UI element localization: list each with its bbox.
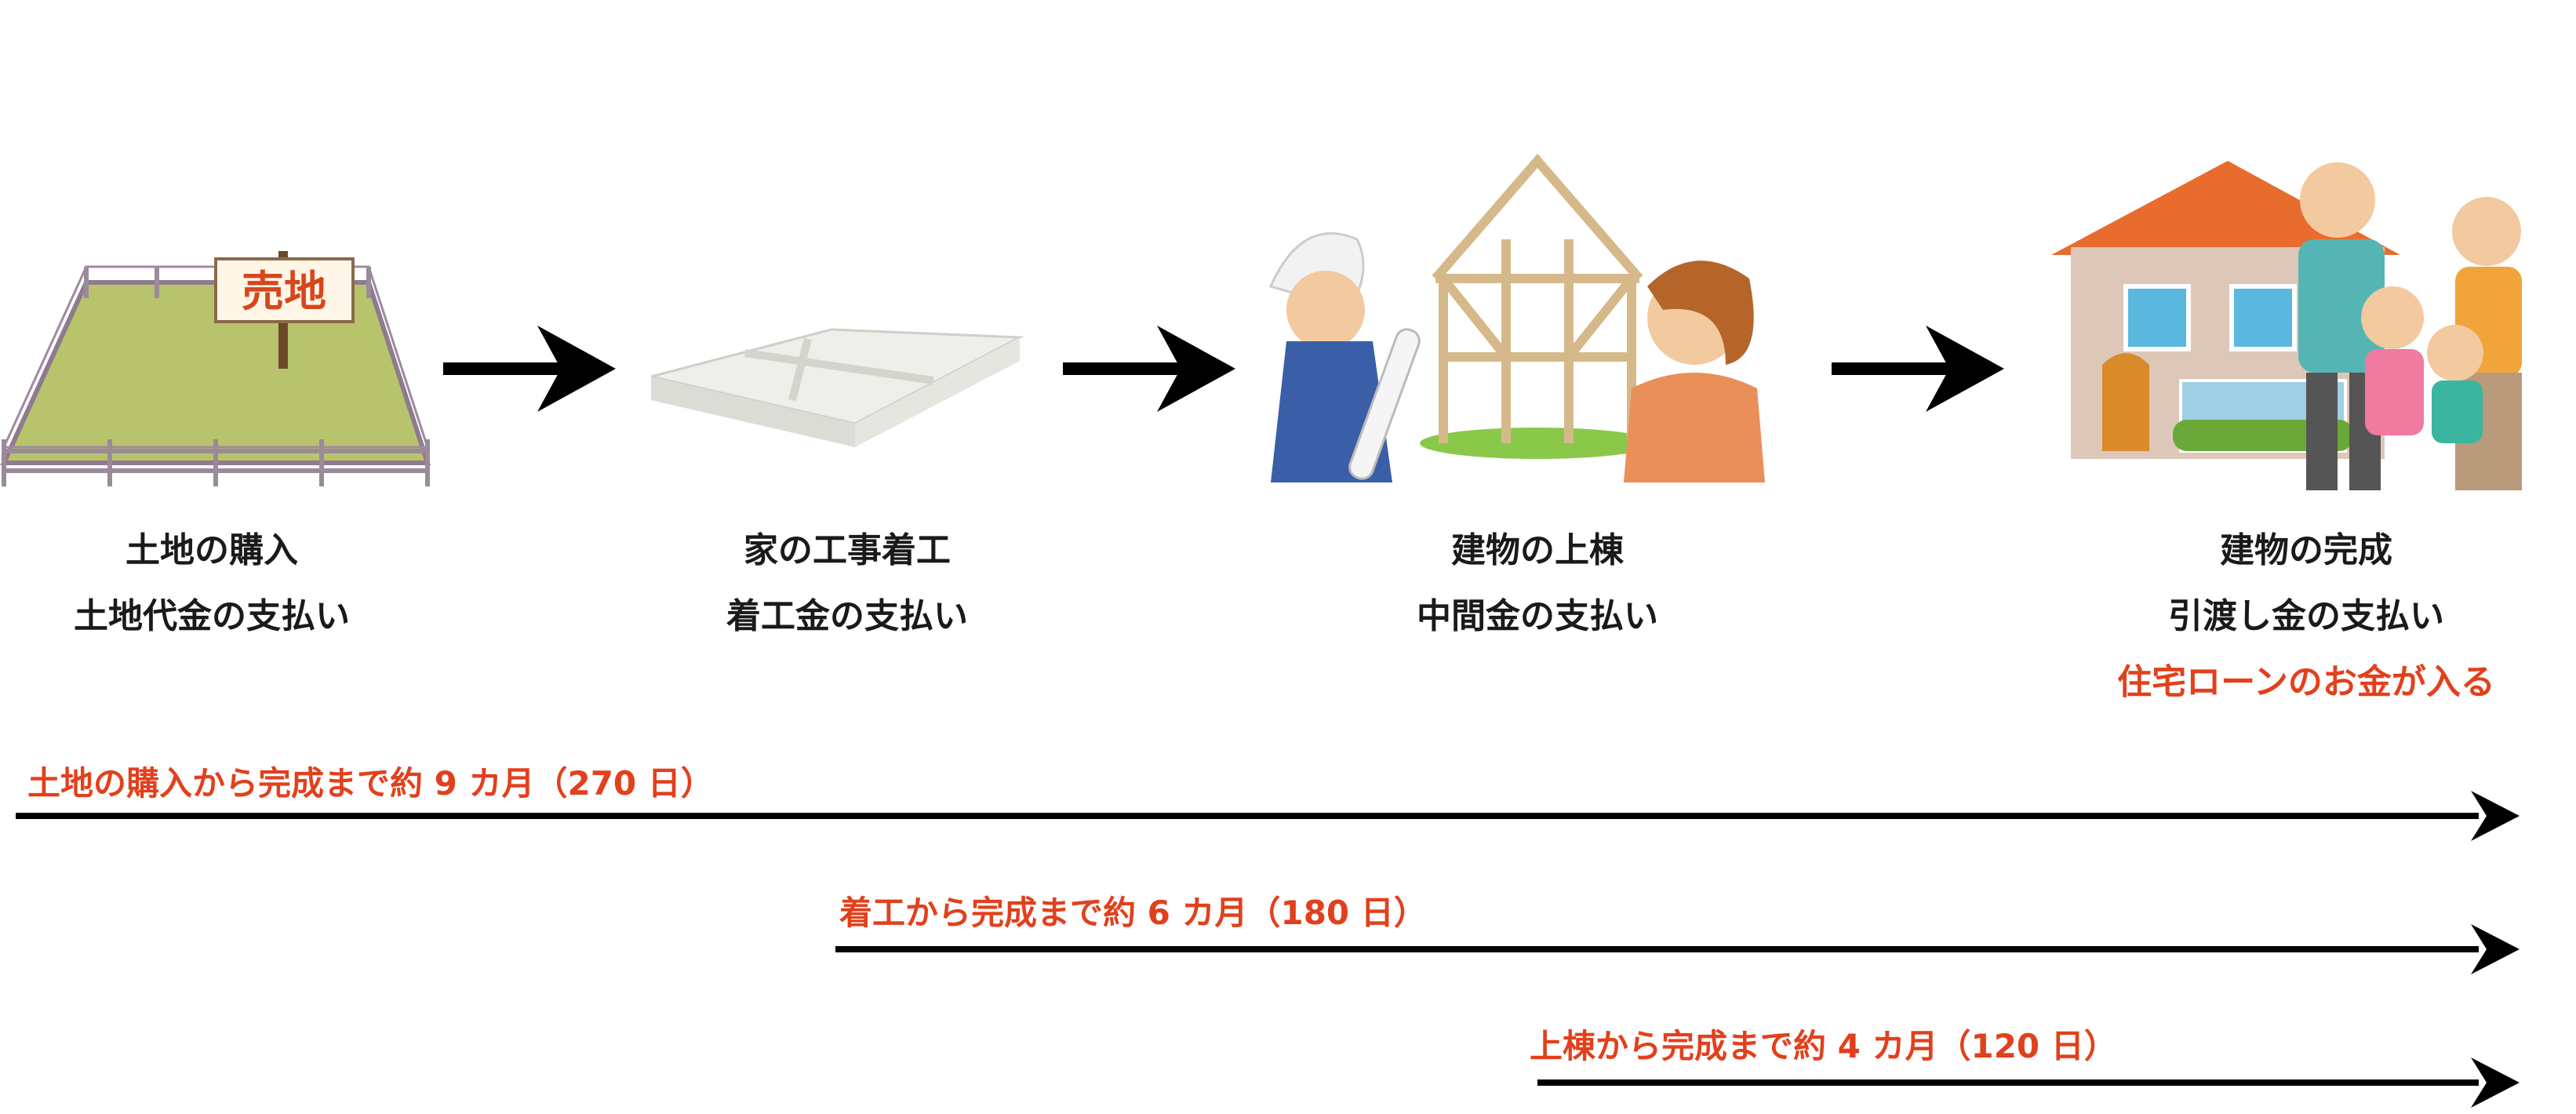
- stage-payment: 引渡し金の支払い: [2168, 596, 2444, 636]
- stage-title: 家の工事着工: [744, 530, 951, 570]
- stage-title: 土地の購入: [126, 530, 298, 570]
- flow-arrow-2-to-3: [1063, 326, 1235, 412]
- stage-payment: 土地代金の支払い: [74, 596, 350, 636]
- stage-payment: 中間金の支払い: [1417, 596, 1658, 636]
- stage-title: 建物の上棟: [1451, 530, 1624, 570]
- completed-house-family-illustration: [2051, 161, 2522, 490]
- timeline-label-frame-to-completion: 上棟から完成まで約 4 カ月（120 日）: [1530, 1027, 2117, 1065]
- timeline-label-land-to-completion: 土地の購入から完成まで約 9 カ月（270 日）: [27, 764, 714, 803]
- timeline-label-start-to-completion: 着工から完成まで約 6 カ月（180 日）: [839, 894, 1427, 932]
- stage-label-frame-raising: 建物の上棟 中間金の支払い: [1302, 518, 1773, 650]
- land-for-sale-illustration: 売地: [0, 251, 431, 486]
- timeline-arrow-start-to-completion: [835, 924, 2520, 974]
- stage-payment: 着工金の支払い: [726, 596, 968, 636]
- timeline-arrow-frame-to-completion: [1537, 1058, 2520, 1108]
- timeline-arrow-land-to-completion: [16, 791, 2520, 841]
- flow-arrow-3-to-4: [1832, 326, 2004, 412]
- stage-label-land-purchase: 土地の購入 土地代金の支払い: [0, 518, 447, 650]
- for-sale-sign-text: 売地: [242, 267, 326, 316]
- flow-arrow-1-to-2: [443, 326, 616, 412]
- loan-funds-note: 住宅ローンのお金が入る: [2117, 662, 2495, 702]
- stage-title: 建物の完成: [2220, 530, 2392, 570]
- frame-raising-illustration: [1268, 153, 1765, 482]
- stage-label-completion: 建物の完成 引渡し金の支払い 住宅ローンのお金が入る: [2071, 518, 2541, 715]
- foundation-illustration: [651, 328, 1024, 447]
- stage-label-construction-start: 家の工事着工 着工金の支払い: [612, 518, 1082, 650]
